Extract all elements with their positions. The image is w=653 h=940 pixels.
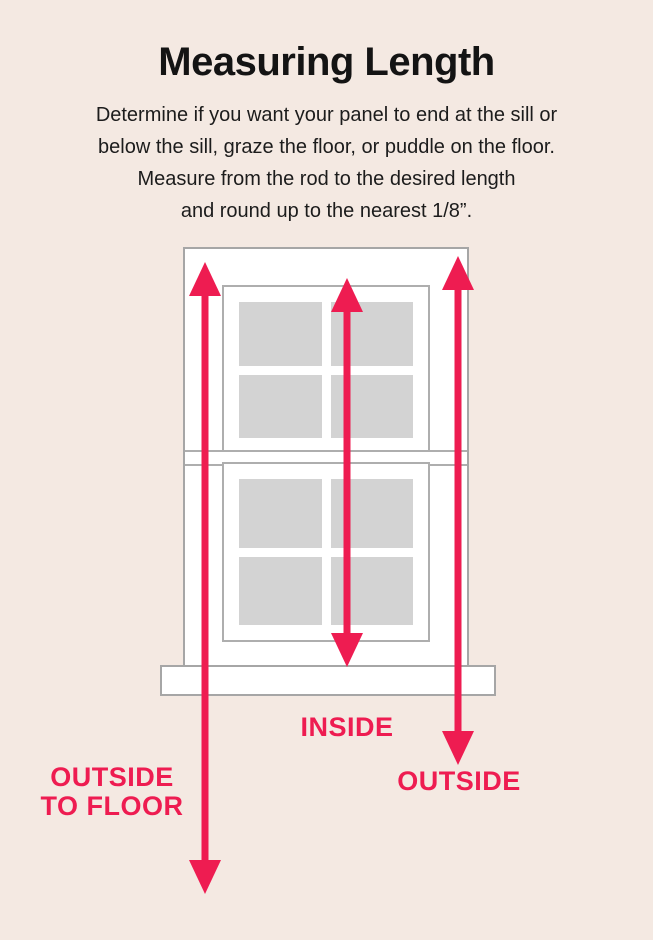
window-bottom-sash — [222, 462, 430, 642]
window-sill — [160, 665, 496, 696]
description-line-1: Determine if you want your panel to end … — [95, 104, 558, 126]
window-pane — [330, 556, 413, 625]
window-top-sash — [222, 285, 430, 455]
window-pane — [330, 302, 413, 366]
page-title: Measuring Length — [158, 40, 495, 84]
outside-label: OUTSIDE — [397, 766, 521, 796]
arrow-head-down-icon — [442, 731, 474, 765]
outside-to-floor-label: OUTSIDE TO FLOOR — [28, 763, 196, 821]
window-pane — [239, 556, 322, 625]
window-pane — [239, 374, 322, 438]
outside-to-floor-label-line-2: TO FLOOR — [40, 791, 184, 821]
description-line-4: and round up to the nearest 1/8”. — [180, 200, 473, 222]
window-pane — [330, 479, 413, 548]
description-line-2: below the sill, graze the floor, or pudd… — [98, 136, 555, 158]
outside-to-floor-label-line-1: OUTSIDE — [50, 762, 174, 792]
window-pane — [239, 479, 322, 548]
inside-label: INSIDE — [300, 712, 394, 742]
arrow-head-down-icon — [189, 860, 221, 894]
window-pane — [330, 374, 413, 438]
window-illustration — [183, 247, 469, 667]
window-pane — [239, 302, 322, 366]
description-line-3: Measure from the rod to the desired leng… — [137, 168, 516, 190]
description-text: Determine if you want your panel to end … — [0, 99, 653, 227]
